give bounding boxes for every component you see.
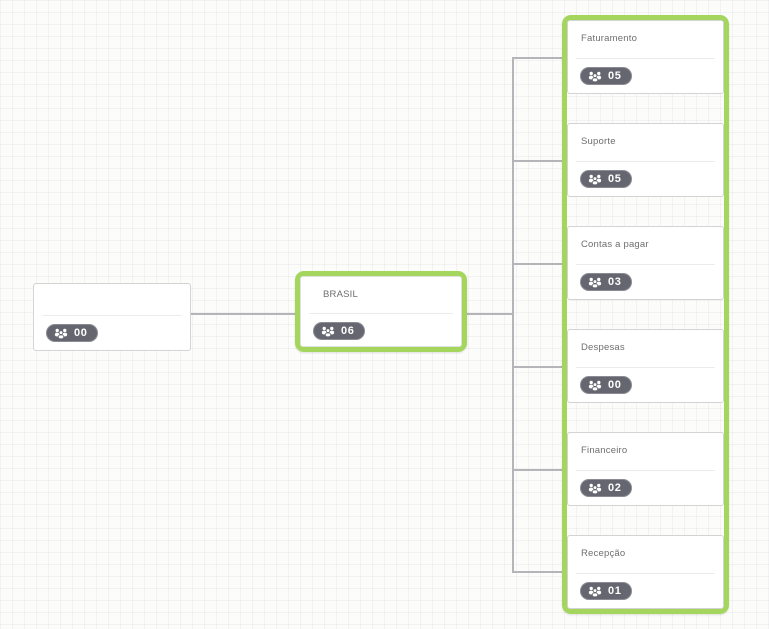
member-count: 05: [608, 70, 622, 82]
node-divider: [576, 264, 715, 265]
connector-stub-1: [512, 57, 563, 59]
members-group-icon: [588, 380, 602, 391]
members-group-icon: [588, 71, 602, 82]
node-divider: [576, 367, 715, 368]
node-divider: [576, 470, 715, 471]
node-title: Despesas: [581, 342, 625, 353]
node-divider: [576, 58, 715, 59]
children-group-selection-outline[interactable]: [562, 15, 729, 614]
node-divider: [309, 313, 453, 314]
org-node-child-financeiro[interactable]: Financeiro 02: [567, 432, 724, 506]
parent-node-selection-outline[interactable]: [295, 271, 467, 352]
node-title: Suporte: [581, 136, 616, 147]
connector-trunk: [512, 57, 514, 573]
member-count: 06: [341, 325, 355, 337]
node-title: Faturamento: [581, 33, 638, 44]
node-title: Financeiro: [581, 445, 628, 456]
member-count: 05: [608, 173, 622, 185]
connector-stub-4: [512, 366, 563, 368]
node-title: Contas a pagar: [581, 239, 649, 250]
connector-root-to-parent: [191, 313, 295, 315]
connector-stub-5: [512, 469, 563, 471]
member-count-badge: 03: [580, 273, 633, 291]
member-count-badge: 06: [313, 322, 366, 340]
connector-stub-2: [512, 160, 563, 162]
node-divider: [42, 315, 182, 316]
member-count: 03: [608, 276, 622, 288]
member-count-badge: 01: [580, 582, 633, 600]
member-count: 00: [74, 327, 88, 339]
node-title: BRASIL: [323, 289, 358, 300]
org-node-root[interactable]: 00: [33, 283, 191, 351]
org-node-child-despesas[interactable]: Despesas 00: [567, 329, 724, 403]
member-count-badge: 00: [46, 324, 99, 342]
members-group-icon: [54, 328, 68, 339]
org-node-child-contas-a-pagar[interactable]: Contas a pagar 03: [567, 226, 724, 300]
member-count: 00: [608, 379, 622, 391]
org-node-child-suporte[interactable]: Suporte 05: [567, 123, 724, 197]
member-count-badge: 02: [580, 479, 633, 497]
node-divider: [576, 573, 715, 574]
member-count: 01: [608, 585, 622, 597]
node-title: Recepção: [581, 548, 626, 559]
node-divider: [576, 161, 715, 162]
org-node-child-recepcao[interactable]: Recepção 01: [567, 535, 724, 609]
members-group-icon: [321, 326, 335, 337]
member-count: 02: [608, 482, 622, 494]
connector-parent-to-trunk: [467, 313, 513, 315]
member-count-badge: 05: [580, 170, 633, 188]
members-group-icon: [588, 586, 602, 597]
members-group-icon: [588, 277, 602, 288]
org-node-parent[interactable]: BRASIL 06: [300, 276, 462, 347]
connector-stub-6: [512, 571, 563, 573]
member-count-badge: 00: [580, 376, 633, 394]
connector-stub-3: [512, 263, 563, 265]
members-group-icon: [588, 174, 602, 185]
member-count-badge: 05: [580, 67, 633, 85]
org-node-child-faturamento[interactable]: Faturamento 05: [567, 20, 724, 94]
members-group-icon: [588, 483, 602, 494]
